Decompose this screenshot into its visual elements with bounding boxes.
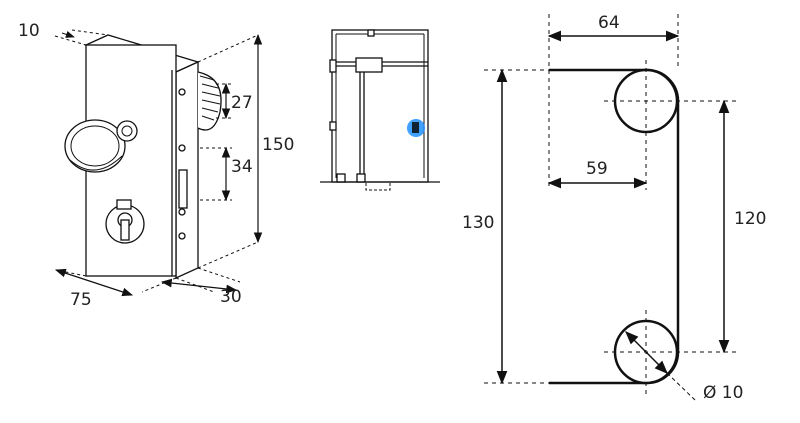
dim-label-plate-thickness: 10 xyxy=(18,21,40,41)
dim-label-latch-offset: 34 xyxy=(231,157,253,177)
dim-label-body-depth: 30 xyxy=(220,287,242,307)
blue-dot-icon xyxy=(407,119,425,137)
dim-label-center-height: 120 xyxy=(734,209,766,229)
dim-label-knob-offset: 27 xyxy=(231,93,253,113)
dim-label-center-width: 59 xyxy=(586,159,608,179)
knob-icon xyxy=(64,119,138,173)
dim-label-body-height: 150 xyxy=(262,135,294,155)
dim-label-total-height: 130 xyxy=(462,213,494,233)
dim-label-body-width: 75 xyxy=(70,290,92,310)
cylinder-icon xyxy=(105,199,145,244)
dim-label-total-width: 64 xyxy=(598,13,620,33)
installation-schematic xyxy=(320,29,440,191)
dim-label-hole-diameter: Ø 10 xyxy=(703,383,743,403)
lock-isometric-view xyxy=(54,29,263,297)
cutout-drawing xyxy=(484,14,740,401)
